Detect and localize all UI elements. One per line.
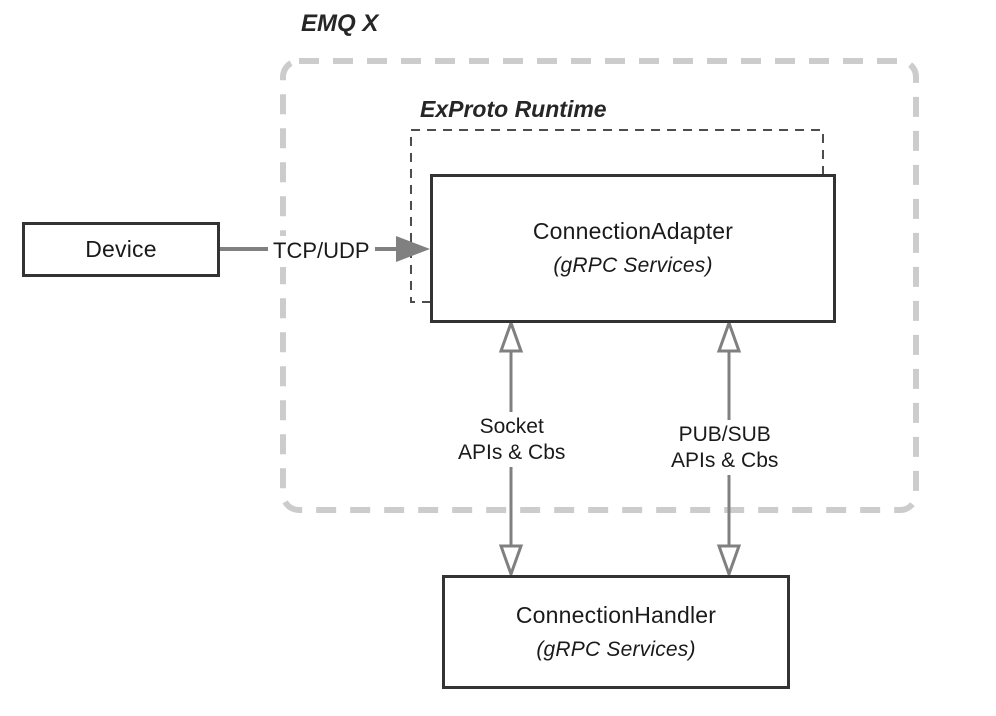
edge-label-socket-line2: APIs & Cbs [458, 440, 566, 464]
pubsub-arrowhead-down [716, 544, 742, 579]
exproto-group-title: ExProto Runtime [420, 96, 607, 122]
edge-label-socket: Socket APIs & Cbs [453, 412, 571, 468]
edge-label-pubsub: PUB/SUB APIs & Cbs [666, 420, 784, 476]
socket-arrowhead-down [498, 544, 524, 579]
node-connection-handler-subtitle: (gRPC Services) [536, 637, 696, 661]
node-connection-adapter-title: ConnectionAdapter [532, 218, 734, 245]
emqx-group-title: EMQ X [301, 10, 379, 37]
node-device-title: Device [85, 236, 157, 263]
edge-label-pubsub-line1: PUB/SUB [678, 423, 771, 446]
socket-arrowhead-up [498, 318, 524, 353]
edge-label-socket-line1: Socket [479, 415, 544, 438]
node-connection-adapter[interactable]: ConnectionAdapter (gRPC Services) [430, 174, 836, 323]
node-connection-adapter-subtitle: (gRPC Services) [553, 254, 713, 278]
node-device[interactable]: Device [22, 222, 220, 277]
transport-arrowhead [396, 236, 430, 262]
edge-label-pubsub-line2: APIs & Cbs [671, 448, 779, 472]
node-connection-handler[interactable]: ConnectionHandler (gRPC Services) [442, 575, 790, 689]
node-connection-handler-title: ConnectionHandler [515, 601, 717, 628]
pubsub-arrowhead-up [716, 318, 742, 353]
edge-label-transport: TCP/UDP [268, 236, 375, 267]
